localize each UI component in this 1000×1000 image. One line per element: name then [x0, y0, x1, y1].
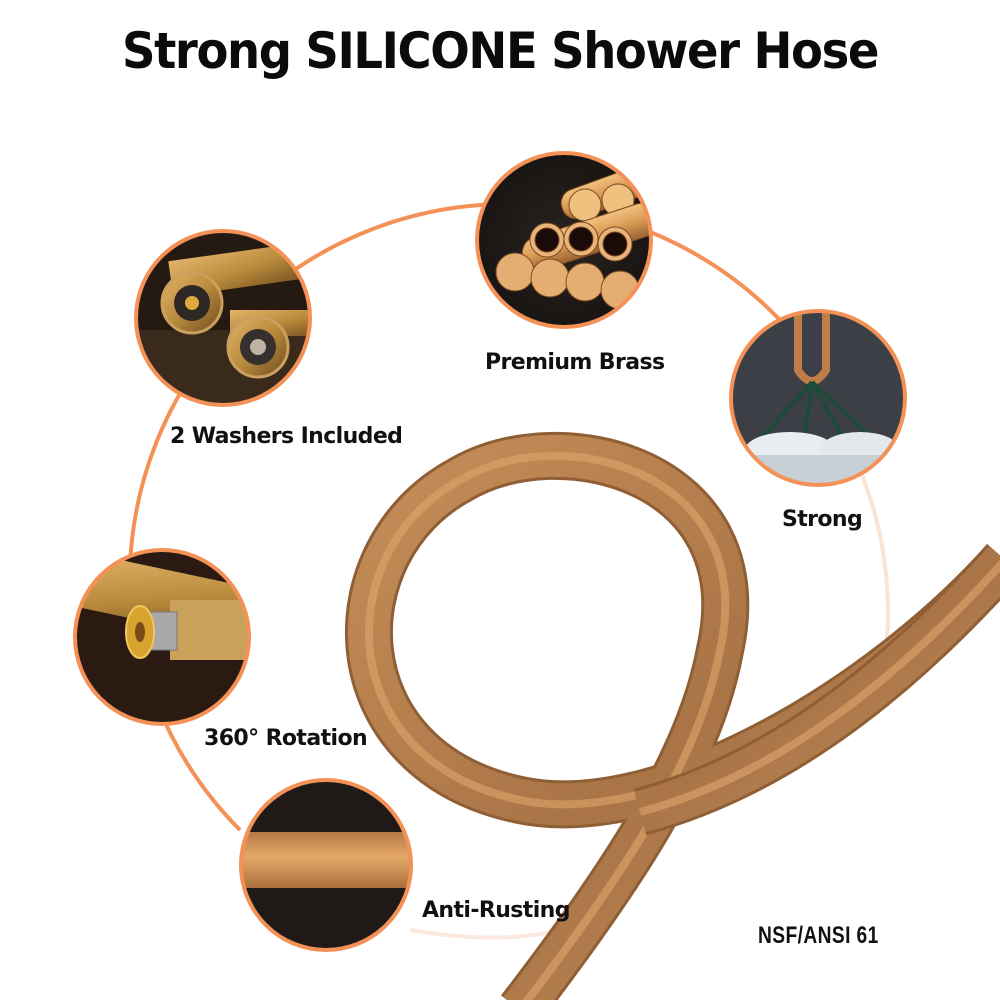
certification-badge: NSF/ANSI 61	[758, 922, 879, 949]
feature-label-strong: Strong	[782, 507, 863, 532]
feature-label-washers: 2 Washers Included	[170, 424, 403, 449]
feature-photo-washers	[134, 229, 312, 407]
feature-label-rotation: 360° Rotation	[204, 726, 368, 751]
page-title: Strong SILICONE Shower Hose	[121, 22, 879, 80]
hose-illustration	[344, 431, 1000, 1000]
feature-label-anti-rusting: Anti-Rusting	[422, 898, 570, 923]
feature-photo-premium-brass	[475, 151, 653, 329]
feature-photo-anti-rusting	[239, 778, 413, 952]
feature-photo-strong	[729, 309, 907, 487]
feature-label-premium-brass: Premium Brass	[485, 350, 665, 375]
feature-photo-rotation	[73, 548, 251, 726]
